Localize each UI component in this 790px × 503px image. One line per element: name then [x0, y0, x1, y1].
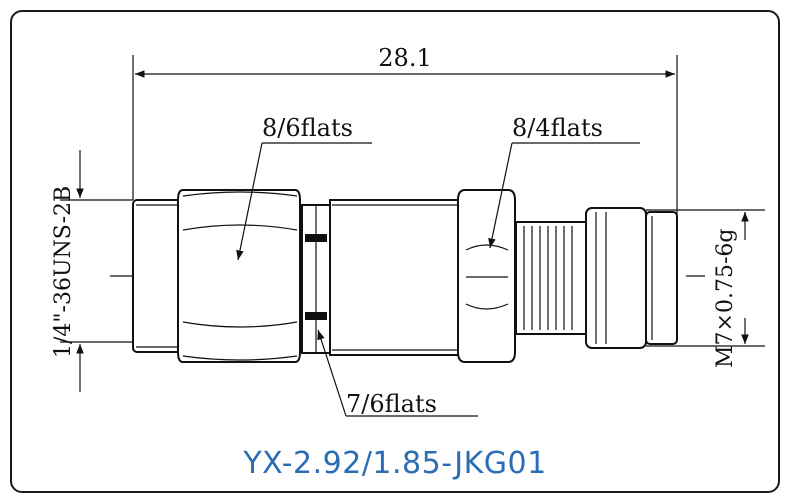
left-thread-label: 1/4"-36UNS-2B — [51, 186, 76, 358]
drawing-frame — [10, 10, 780, 493]
left-hex-nut — [177, 189, 301, 363]
right-hex-label: 8/4flats — [512, 114, 603, 142]
middle-flange — [301, 204, 331, 354]
overall-length-label: 28.1 — [378, 44, 431, 72]
right-thread-dimension: M7×0.75-6g — [646, 209, 765, 368]
left-nose — [132, 199, 184, 353]
middle-hex-label: 7/6flats — [346, 390, 437, 418]
middle-flange-leader: 7/6flats — [317, 329, 478, 418]
right-thread-label: M7×0.75-6g — [713, 229, 738, 368]
left-hex-leader: 8/6flats — [236, 114, 372, 261]
right-hex-nut — [457, 189, 516, 363]
right-thread — [515, 207, 678, 349]
right-hex-leader: 8/4flats — [488, 114, 640, 249]
left-thread-dimension: 1/4"-36UNS-2B — [51, 150, 133, 392]
left-hex-label: 8/6flats — [262, 114, 353, 142]
overall-dimension: 28.1 — [132, 44, 678, 215]
middle-body — [329, 199, 461, 356]
part-number-caption: YX-2.92/1.85-JKG01 — [243, 446, 547, 481]
